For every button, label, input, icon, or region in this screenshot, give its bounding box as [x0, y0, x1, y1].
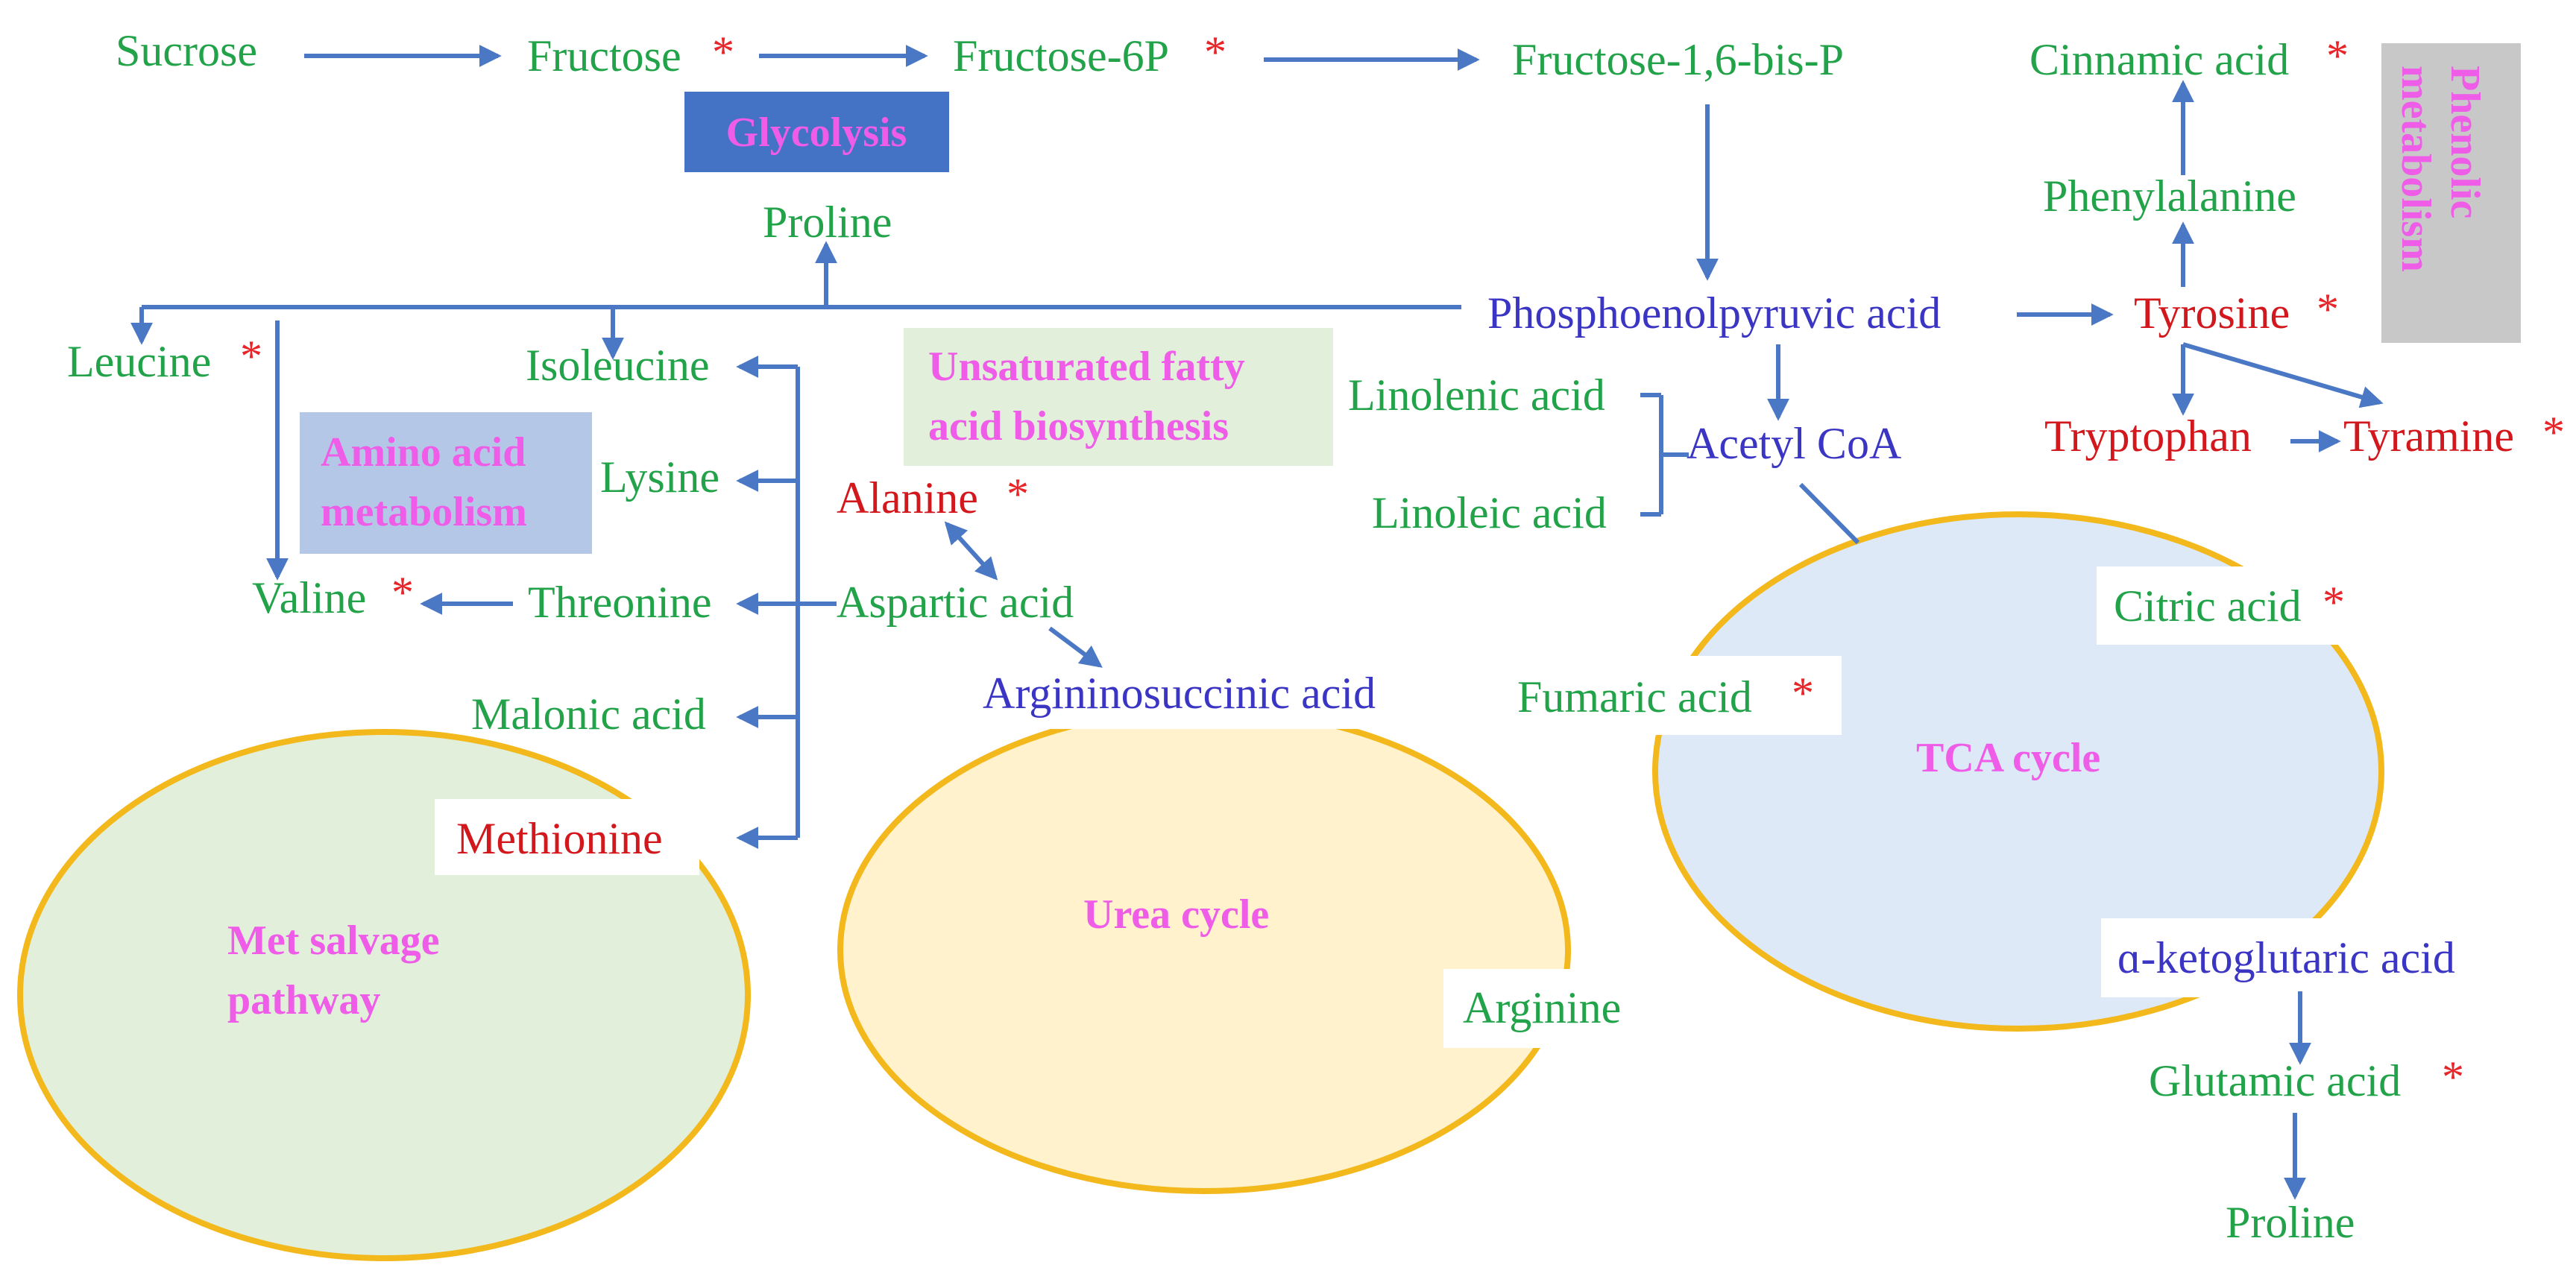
compound-tyramine: Tyramine [2343, 411, 2514, 461]
significance-star: * [1007, 470, 1029, 519]
significance-star: * [2542, 408, 2565, 457]
urea-cycle [837, 707, 1571, 1194]
pathway-glycolysis-label: Glycolysis [726, 110, 907, 156]
significance-star: * [2323, 578, 2345, 627]
pathway-phenolic-label-line2: metabolism [2393, 66, 2439, 272]
pathway-urea-label: Urea cycle [1083, 891, 1269, 938]
compound-threonine: Threonine [528, 578, 712, 627]
argininosuccinic-label-bg [968, 654, 1421, 729]
methionine-label-bg [435, 799, 699, 875]
unsaturated-fatty-acid-box [904, 328, 1333, 466]
phenolic-metabolism-box [2381, 43, 2521, 343]
compound-tyrosine: Tyrosine [2134, 288, 2290, 338]
fumaric-label-bg [1505, 656, 1842, 735]
compound-alpha-ketoglutaric-acid: ɑ-ketoglutaric acid [2117, 933, 2455, 982]
compound-argininosuccinic-acid: Argininosuccinic acid [983, 669, 1376, 718]
compound-isoleucine: Isoleucine [526, 341, 710, 390]
pathway-met-salvage-label-line1: Met salvage [227, 918, 440, 964]
compound-methionine: Methionine [456, 814, 663, 863]
significance-star: * [1204, 28, 1226, 77]
significance-star: * [712, 28, 734, 77]
citric-label-bg [2097, 566, 2346, 645]
pathway-phenolic-label-line1: Phenolic [2442, 66, 2488, 218]
compound-leucine: Leucine [67, 337, 211, 386]
pathway-amino-label-line2: metabolism [321, 489, 527, 535]
compound-phenylalanine: Phenylalanine [2043, 171, 2296, 221]
pathway-ufa-label-line1: Unsaturated fatty [928, 344, 1245, 390]
compound-glutamic-acid: Glutamic acid [2149, 1056, 2401, 1105]
significance-star: * [2326, 31, 2349, 80]
compound-sucrose: Sucrose [116, 26, 257, 75]
compound-acetyl-coa: Acetyl CoA [1687, 419, 1901, 468]
significance-star: * [2442, 1052, 2464, 1102]
compound-arginine: Arginine [1463, 983, 1621, 1032]
compound-alanine: Alanine [837, 473, 978, 523]
glycolysis-box [684, 92, 949, 172]
compound-fructose: Fructose [527, 31, 681, 80]
arginine-label-bg [1443, 969, 1651, 1048]
compound-tryptophan: Tryptophan [2044, 411, 2252, 461]
compound-phosphoenolpyruvic-acid: Phosphoenolpyruvic acid [1487, 288, 1941, 338]
compound-cinnamic-acid: Cinnamic acid [2029, 35, 2289, 84]
compound-linolenic-acid: Linolenic acid [1348, 370, 1605, 420]
pathway-connectors [130, 45, 2384, 1200]
compound-aspartic-acid: Aspartic acid [837, 578, 1074, 627]
compound-fructose-16-bis-p: Fructose-1,6-bis-P [1512, 35, 1844, 84]
compound-proline-top: Proline [763, 198, 892, 247]
compound-proline-bottom: Proline [2226, 1198, 2355, 1247]
compound-malonic-acid: Malonic acid [471, 689, 706, 739]
pathway-met-salvage-label-line2: pathway [227, 977, 380, 1023]
compound-linoleic-acid: Linoleic acid [1372, 488, 1607, 537]
compound-fructose-6p: Fructose-6P [953, 31, 1169, 80]
compound-fumaric-acid: Fumaric acid [1517, 672, 1752, 722]
compound-lysine: Lysine [600, 452, 719, 502]
pathway-ufa-label-line2: acid biosynthesis [928, 403, 1229, 449]
significance-star: * [240, 332, 262, 381]
pathway-tca-label: TCA cycle [1916, 735, 2100, 781]
ketoglutaric-label-bg [2101, 918, 2505, 997]
significance-star: * [391, 568, 414, 617]
compound-citric-acid: Citric acid [2114, 581, 2302, 631]
amino-acid-metabolism-box [300, 412, 592, 554]
compound-valine: Valine [252, 573, 366, 622]
significance-star: * [1792, 669, 1814, 718]
significance-star: * [2317, 285, 2339, 334]
pathway-amino-label-line1: Amino acid [321, 429, 526, 476]
